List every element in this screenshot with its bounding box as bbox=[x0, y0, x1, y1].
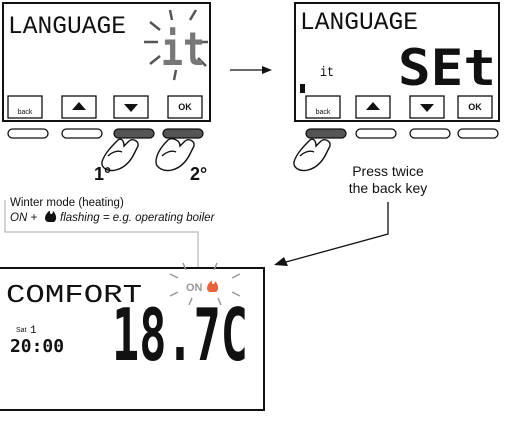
left-panel-frame bbox=[2, 2, 211, 122]
pointing-hand-icon bbox=[101, 138, 139, 172]
down-arrow-icon bbox=[420, 104, 434, 112]
right-ok-button[interactable] bbox=[457, 95, 493, 119]
left-pill-key-4-pressed[interactable] bbox=[162, 128, 204, 139]
left-pill-key-1[interactable] bbox=[7, 128, 49, 139]
left-ok-button[interactable] bbox=[167, 95, 203, 119]
left-pill-key-3-pressed[interactable] bbox=[113, 128, 155, 139]
right-language-title: LANGUAGE bbox=[300, 8, 418, 37]
left-back-label: back bbox=[18, 109, 33, 116]
left-language-value: it bbox=[161, 22, 205, 76]
left-back-button[interactable] bbox=[7, 95, 43, 119]
day-label: Sat bbox=[16, 327, 27, 334]
bottom-panel-frame bbox=[0, 267, 265, 411]
instruction-line-1: Press twice bbox=[352, 163, 424, 179]
right-back-label: back bbox=[316, 109, 331, 116]
right-pill-key-3[interactable] bbox=[409, 128, 451, 139]
right-thermostat-panel: LANGUAGE it SEt back OK bbox=[293, 2, 500, 172]
connector-arrow bbox=[274, 202, 389, 266]
up-arrow-icon bbox=[72, 102, 86, 110]
on-indicator: ON bbox=[186, 282, 203, 294]
right-back-button[interactable] bbox=[305, 95, 341, 119]
right-arrow-icon bbox=[230, 66, 272, 74]
note-line-2-rest: flashing = e.g. operating boiler bbox=[60, 212, 216, 224]
right-pill-key-1-pressed[interactable] bbox=[305, 128, 347, 139]
note-line-2-on: ON + bbox=[10, 212, 37, 224]
down-arrow-icon bbox=[124, 104, 138, 112]
right-ok-label: OK bbox=[468, 102, 482, 112]
left-language-title: LANGUAGE bbox=[8, 12, 126, 41]
left-pill-key-2[interactable] bbox=[61, 128, 103, 139]
first-press-label: 1° bbox=[94, 164, 111, 184]
note-connector-line bbox=[4, 200, 199, 268]
on-flashing-rays-icon bbox=[169, 262, 241, 306]
left-thermostat-panel: LANGUAGE it back OK 1° 2° bbox=[2, 2, 211, 184]
pointing-hand-icon bbox=[155, 138, 195, 172]
bottom-thermostat-panel: COMFORT ON Sat 1 20:00 18.7C bbox=[0, 262, 265, 411]
pointing-hand-icon bbox=[293, 138, 331, 172]
comfort-title: COMFORT bbox=[6, 280, 142, 310]
right-small-language-value: it bbox=[320, 65, 334, 81]
left-flashing-rays-icon bbox=[144, 9, 208, 81]
day-number: 1 bbox=[30, 325, 37, 337]
up-arrow-icon bbox=[366, 102, 380, 110]
flame-icon bbox=[207, 280, 219, 292]
cursor-marker bbox=[300, 84, 305, 93]
second-press-label: 2° bbox=[190, 164, 207, 184]
instruction-line-2: the back key bbox=[349, 180, 428, 196]
right-pill-key-4[interactable] bbox=[457, 128, 499, 139]
temperature-reading: 18.7C bbox=[112, 293, 248, 377]
right-panel-frame bbox=[294, 2, 500, 122]
note-line-1: Winter mode (heating) bbox=[10, 197, 124, 209]
left-ok-label: OK bbox=[178, 102, 192, 112]
clock-time: 20:00 bbox=[10, 336, 64, 357]
right-pill-key-2[interactable] bbox=[355, 128, 397, 139]
right-set-value: SEt bbox=[398, 39, 496, 97]
flame-icon bbox=[45, 210, 57, 222]
